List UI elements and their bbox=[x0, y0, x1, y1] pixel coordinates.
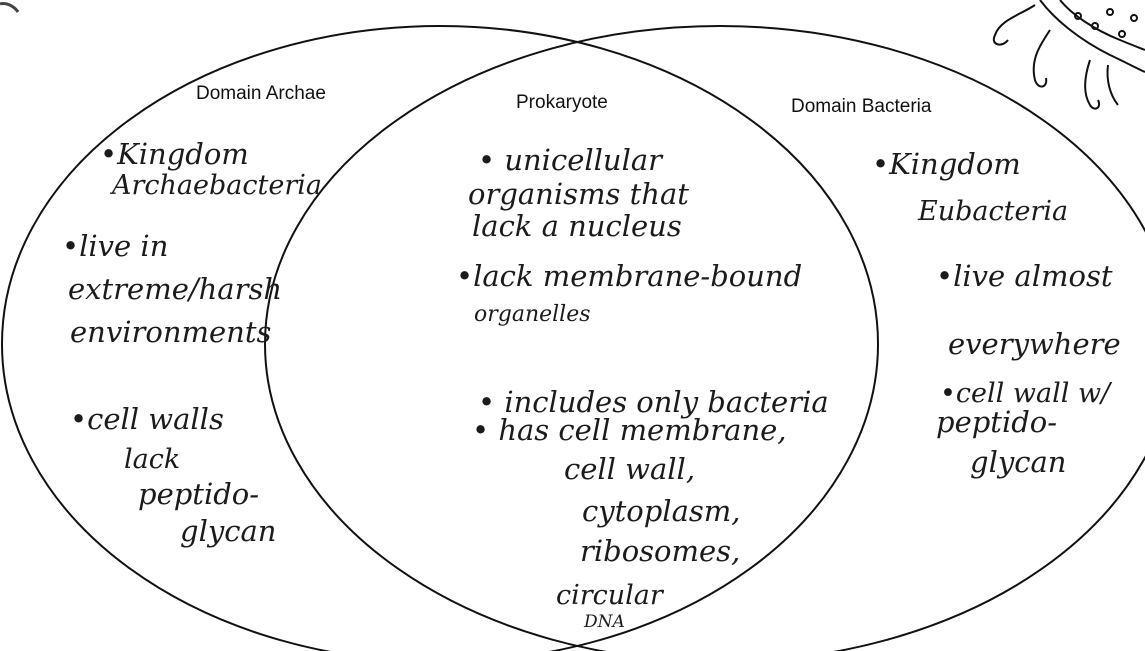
archaea-note-habitat-line3: environments bbox=[70, 315, 272, 349]
prokaryote-note-unicellular-line3: lack a nucleus bbox=[472, 209, 682, 243]
archaea-note-kingdom-line2: Archaebacteria bbox=[112, 170, 322, 201]
bacteria-note-habitat-line1: •live almost bbox=[936, 259, 1113, 293]
bacteria-title: Domain Bacteria bbox=[791, 96, 932, 117]
prokaryote-note-bacteria-line1: • includes only bacteria bbox=[478, 385, 829, 419]
bacteria-note-habitat-line2: everywhere bbox=[948, 327, 1121, 361]
prokaryote-title: Prokaryote bbox=[516, 92, 608, 113]
prokaryote-note-organelles-line1: •lack membrane-bound bbox=[456, 259, 803, 293]
prokaryote-note-structures-line1: • has cell membrane, bbox=[472, 413, 787, 447]
archaea-note-wall-line3: peptido- bbox=[138, 477, 260, 511]
prokaryote-note-organelles-line2: organelles bbox=[474, 302, 591, 327]
archaea-note-kingdom-line1: •Kingdom bbox=[100, 137, 249, 171]
corner-sketch-icon bbox=[0, 2, 20, 13]
bacterium-sketch-icon bbox=[992, 0, 1145, 110]
prokaryote-note-structures-line4: ribosomes, bbox=[580, 534, 741, 568]
bacteria-circle bbox=[264, 25, 1145, 651]
bacteria-note-kingdom-line1: •Kingdom bbox=[872, 147, 1021, 181]
archaea-note-wall-line4: glycan bbox=[180, 514, 277, 548]
archaea-note-habitat-line2: extreme/harsh bbox=[68, 272, 283, 306]
bacteria-note-wall-line1: •cell wall w/ bbox=[940, 378, 1111, 409]
archaea-note-wall-line1: •cell walls bbox=[70, 402, 224, 436]
bacteria-note-kingdom-line2: Eubacteria bbox=[918, 196, 1069, 227]
prokaryote-note-structures-line6: DNA bbox=[584, 612, 625, 632]
prokaryote-note-unicellular-line2: organisms that bbox=[468, 177, 689, 211]
archaea-circle bbox=[1, 25, 879, 651]
prokaryote-note-structures-line3: cytoplasm, bbox=[582, 494, 741, 528]
prokaryote-note-structures-line5: circular bbox=[556, 580, 663, 611]
archaea-title: Domain Archae bbox=[196, 83, 326, 104]
prokaryote-note-unicellular-line1: • unicellular bbox=[478, 143, 663, 177]
bacteria-note-wall-line2: peptido- bbox=[936, 405, 1058, 439]
archaea-note-wall-line2: lack bbox=[124, 444, 181, 475]
archaea-note-habitat-line1: •live in bbox=[62, 229, 169, 263]
prokaryote-note-structures-line2: cell wall, bbox=[564, 452, 696, 486]
bacteria-note-wall-line3: glycan bbox=[970, 445, 1067, 479]
